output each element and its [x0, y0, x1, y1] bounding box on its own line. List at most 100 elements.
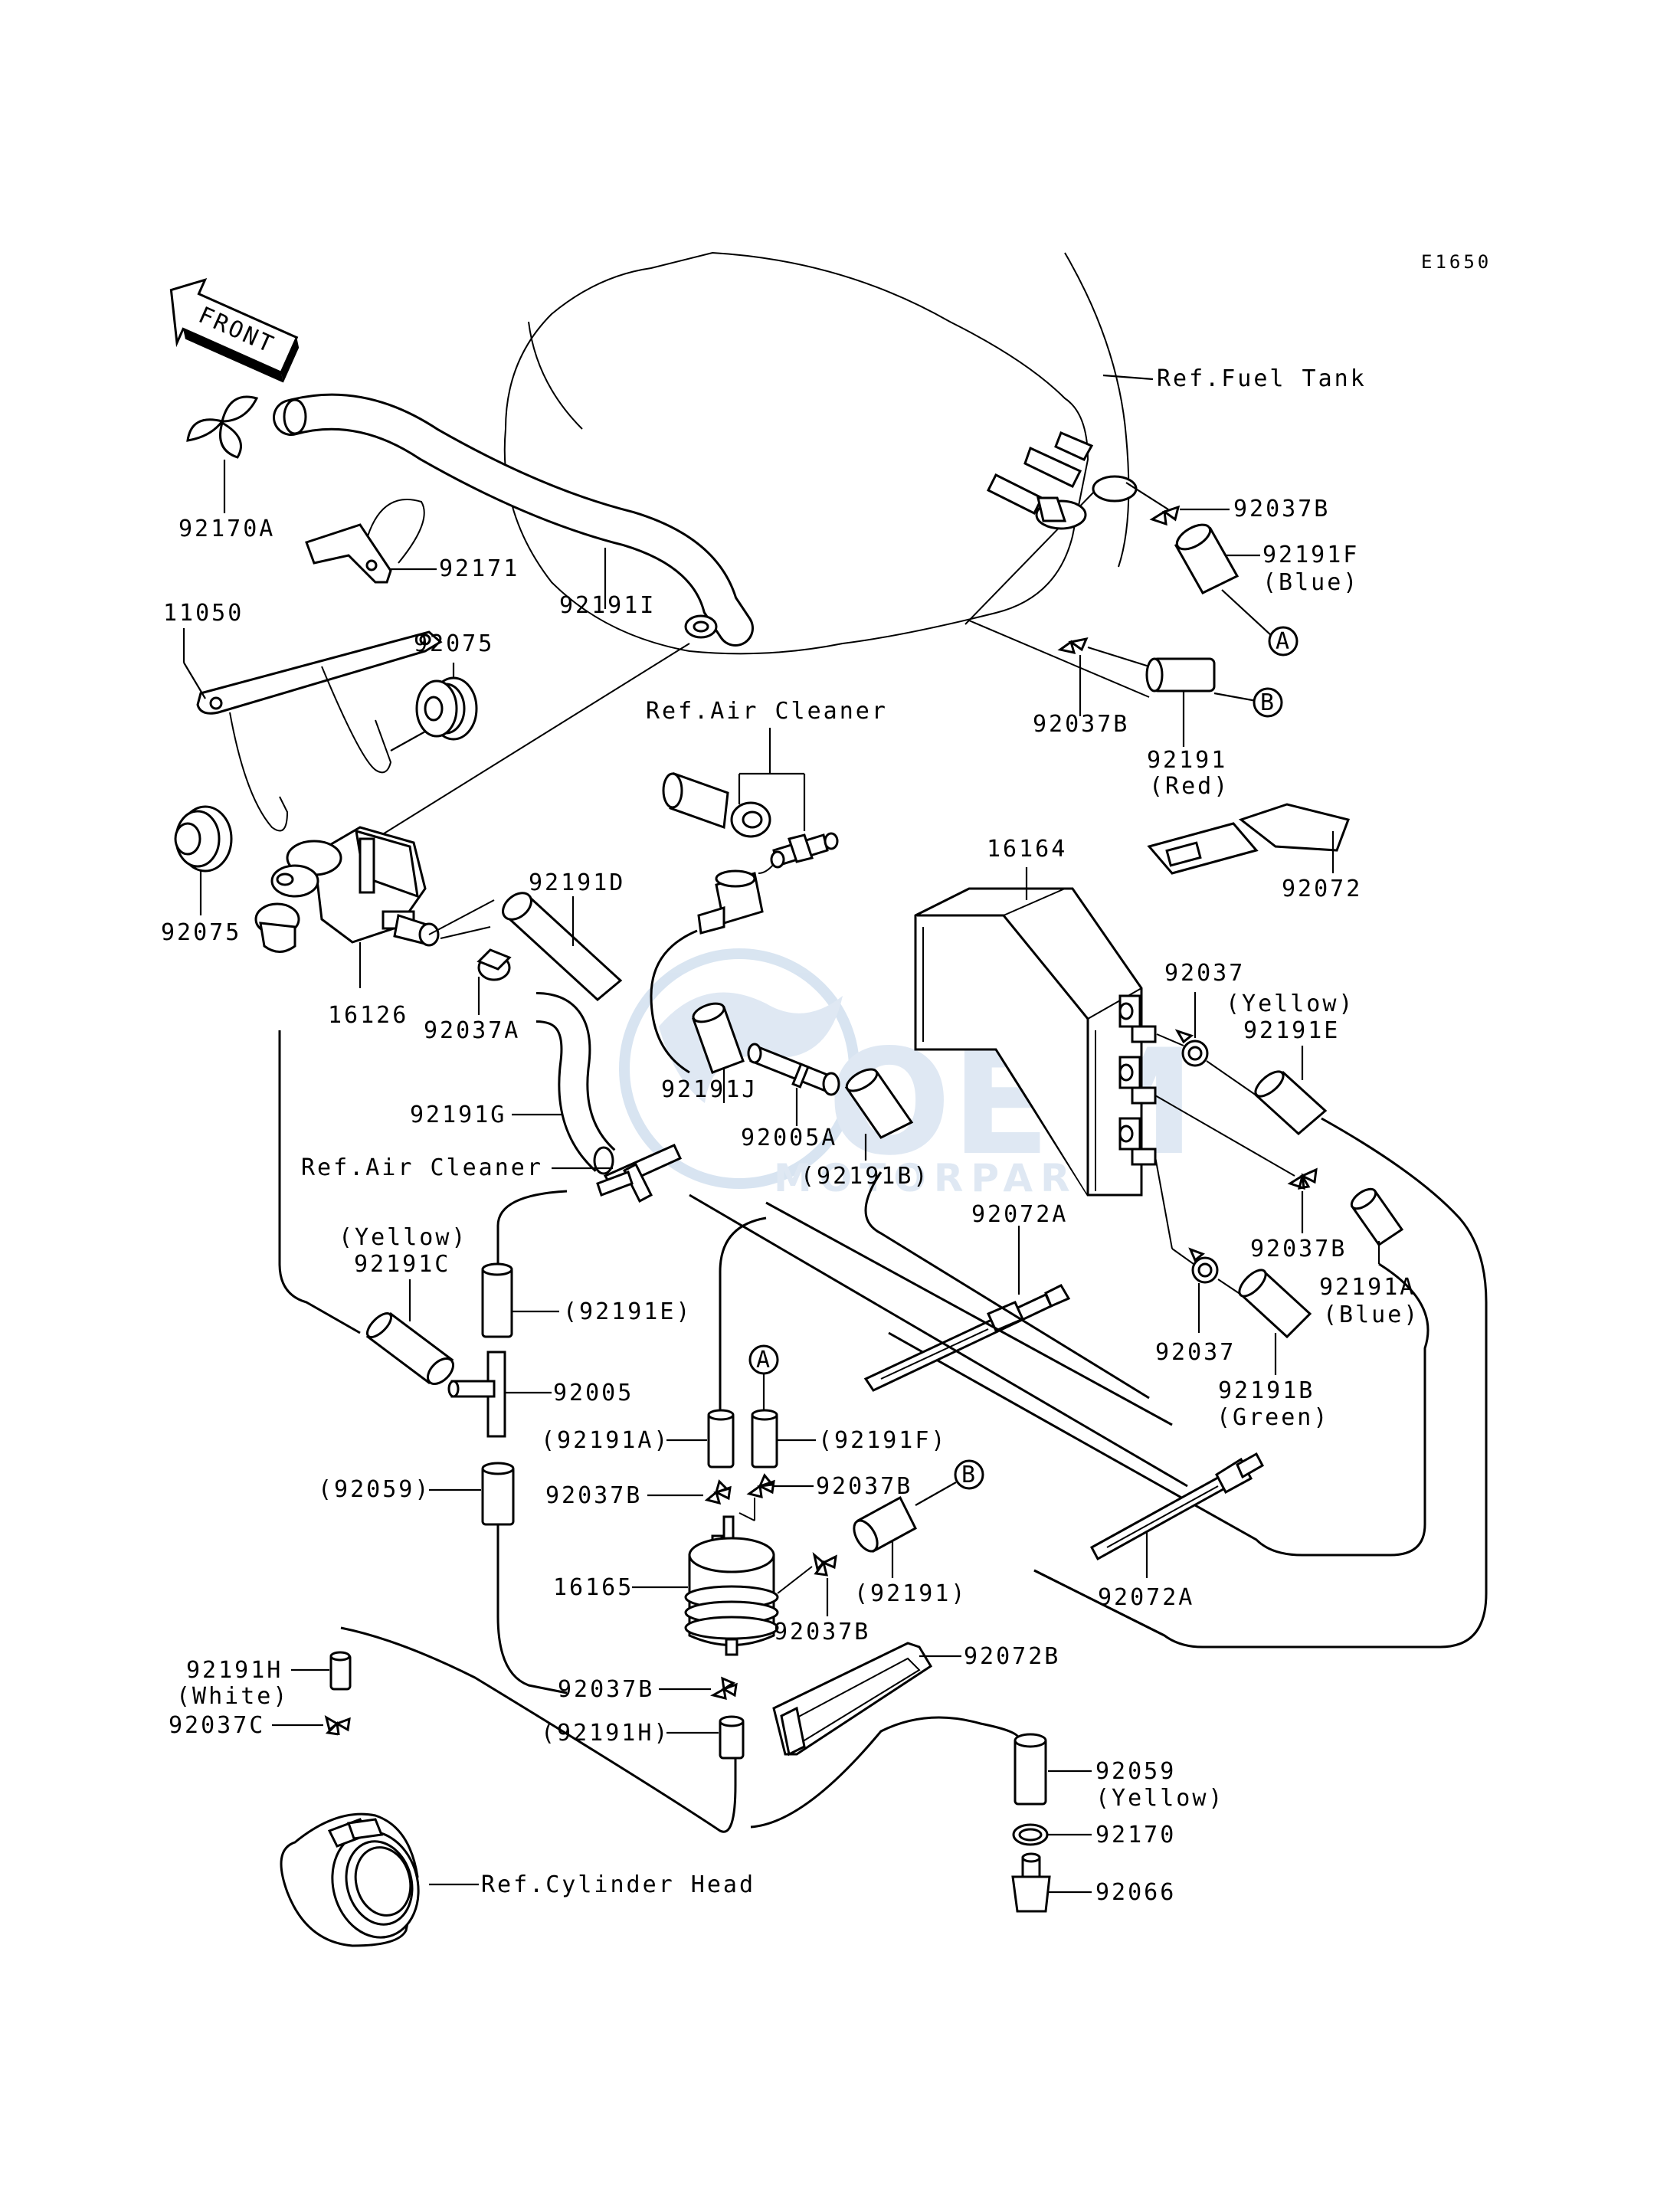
svg-text:A: A — [756, 1347, 772, 1374]
label-16126: 16126 — [328, 1002, 408, 1029]
ref-cylinder-head-label: Ref.Cylinder Head — [481, 1871, 755, 1898]
label-blue-2: (Blue) — [1323, 1302, 1420, 1328]
clip-92170A — [186, 395, 259, 459]
callout-B-top — [1253, 687, 1283, 718]
strap-92072 — [1147, 803, 1350, 875]
label-92037B-right: 92037B — [1250, 1236, 1347, 1262]
air-cleaner-fitting-top — [662, 771, 839, 869]
label-92191F-paren: (92191F) — [818, 1427, 948, 1454]
label-92191B: 92191B — [1218, 1377, 1315, 1404]
clip-92037B-low — [812, 1552, 837, 1577]
hose-92191-paren — [853, 1495, 917, 1554]
svg-text:B: B — [961, 1462, 978, 1488]
label-red: (Red) — [1149, 773, 1230, 800]
label-92170: 92170 — [1095, 1822, 1176, 1848]
hose-92059-paren — [481, 1462, 515, 1526]
label-blue-1: (Blue) — [1262, 569, 1359, 596]
label-92191-paren: (92191) — [854, 1580, 967, 1607]
clamp-92037A — [476, 948, 512, 981]
label-92191G: 92191G — [410, 1102, 506, 1128]
label-92191H: 92191H — [186, 1657, 283, 1684]
hose-92191A — [1350, 1187, 1404, 1247]
label-92037B-tank2: 92037B — [1033, 711, 1129, 738]
valve-16126 — [254, 826, 440, 953]
clip-92037-top — [1174, 1029, 1209, 1067]
label-92191-red: 92191 — [1147, 747, 1227, 774]
nozzle-air-cleaner — [697, 869, 764, 935]
strap-92072A-low — [1089, 1452, 1265, 1561]
grommet-92075-top — [415, 676, 478, 741]
fuel-tank-outline — [503, 251, 1150, 698]
label-92037A: 92037A — [424, 1017, 520, 1044]
hose-92191I — [273, 393, 754, 647]
svg-text:A: A — [1276, 628, 1292, 655]
label-92072A-low: 92072A — [1098, 1584, 1194, 1611]
label-92066: 92066 — [1095, 1879, 1176, 1906]
label-92059: 92059 — [1095, 1758, 1176, 1785]
clip-92037B-tank — [1149, 505, 1181, 526]
label-green: (Green) — [1217, 1404, 1329, 1431]
ref-air-cleaner-mid-label: Ref.Air Cleaner — [301, 1154, 543, 1181]
label-92191F: 92191F — [1262, 542, 1359, 568]
cylinder-head-intake — [280, 1735, 420, 1947]
ref-air-cleaner-top-label: Ref.Air Cleaner — [646, 698, 888, 725]
hose-92191D — [502, 892, 623, 1001]
label-92005A: 92005A — [741, 1125, 837, 1151]
callout-B-mid — [954, 1459, 984, 1490]
callout-A-top — [1268, 626, 1298, 656]
label-92075-top: 92075 — [414, 630, 494, 657]
strap-92072A-top — [863, 1284, 1071, 1392]
label-16165: 16165 — [553, 1574, 634, 1601]
hose-92191J — [692, 1002, 745, 1074]
cap-92066 — [1011, 1852, 1051, 1913]
hose-92191H-paren — [719, 1715, 745, 1760]
canister-16164 — [914, 887, 1157, 1197]
ref-fuel-tank-label: Ref.Fuel Tank — [1157, 365, 1367, 392]
label-92072B: 92072B — [964, 1643, 1060, 1670]
label-92059-paren: (92059) — [318, 1476, 431, 1503]
t-fitting-92005 — [447, 1351, 506, 1438]
label-92191A: 92191A — [1319, 1274, 1416, 1301]
label-92037-top: 92037 — [1164, 960, 1245, 987]
hose-92191-red — [1145, 657, 1216, 692]
clip-92037B-right-filter — [746, 1473, 775, 1498]
hose-92191C — [365, 1311, 454, 1385]
label-92170A: 92170A — [178, 516, 275, 542]
label-11050: 11050 — [163, 600, 244, 627]
hose-92059 — [1014, 1733, 1047, 1806]
label-yellow-1: (Yellow) — [1226, 990, 1355, 1017]
hose-92191H — [329, 1651, 352, 1691]
fuel-filter-16165 — [684, 1515, 779, 1656]
label-92037B-bot: 92037B — [558, 1676, 654, 1703]
label-92037B-r: 92037B — [816, 1473, 912, 1500]
diagram-code: E1650 — [1421, 251, 1492, 273]
clamp-92170 — [1012, 1823, 1049, 1846]
clip-92037B-tank2 — [1057, 637, 1089, 655]
label-92075-left: 92075 — [161, 919, 241, 946]
label-92191E-paren: (92191E) — [563, 1298, 693, 1325]
label-92191E: 92191E — [1243, 1017, 1340, 1044]
label-16164: 16164 — [987, 836, 1067, 863]
grommet-92075-left — [174, 805, 233, 873]
clip-92037-mid — [1188, 1247, 1219, 1284]
front-arrow-icon: FRONT — [169, 277, 300, 383]
clip-92037B-bot — [710, 1676, 738, 1701]
hose-92191E-paren — [481, 1262, 513, 1338]
label-92191B-paren: (92191B) — [801, 1163, 930, 1190]
label-92037B-tank: 92037B — [1233, 496, 1330, 522]
strap-92072B — [772, 1642, 933, 1757]
label-92037C: 92037C — [169, 1712, 265, 1739]
label-yellow-3: (Yellow) — [1095, 1785, 1225, 1812]
label-92191J: 92191J — [661, 1076, 758, 1103]
label-92191I: 92191I — [559, 592, 656, 619]
label-92072: 92072 — [1282, 876, 1362, 902]
label-92191A-paren: (92191A) — [541, 1427, 670, 1454]
hose-92191G — [535, 992, 616, 1175]
clip-92037B-left — [704, 1479, 732, 1505]
stay-11050 — [196, 630, 443, 832]
clip-92037C — [324, 1714, 351, 1736]
t-fitting-air-cleaner — [596, 1144, 683, 1203]
label-92005: 92005 — [553, 1380, 634, 1406]
hose-92191B — [1238, 1269, 1312, 1339]
